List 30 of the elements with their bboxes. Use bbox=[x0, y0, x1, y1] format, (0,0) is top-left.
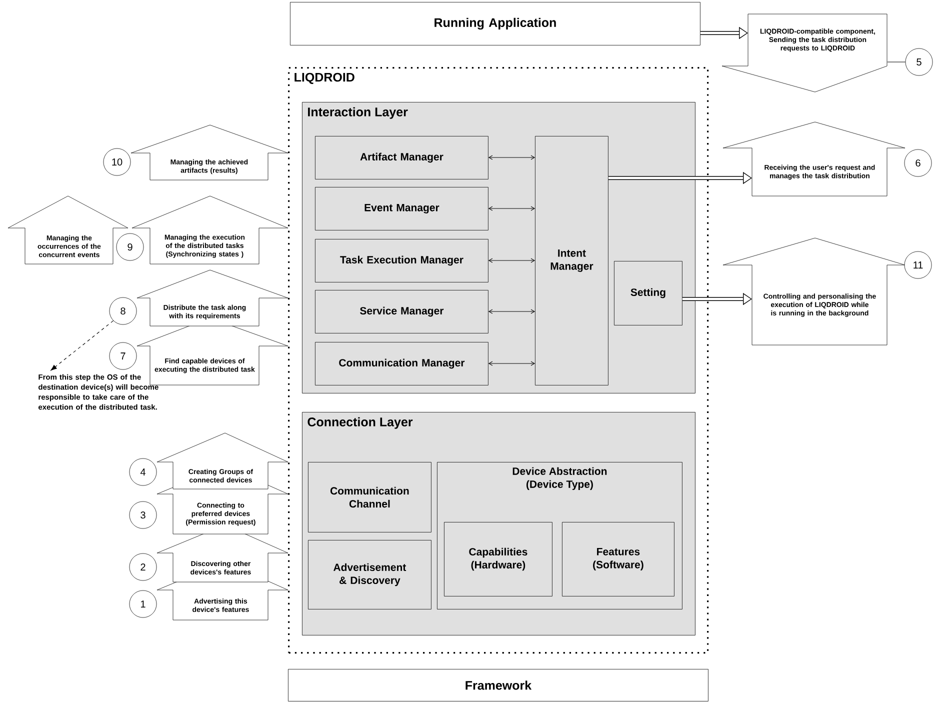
component-box: Framework bbox=[288, 669, 708, 702]
step-number: 2 bbox=[129, 553, 157, 581]
module-box: Artifact Manager bbox=[315, 136, 488, 180]
module-box: Features (Software) bbox=[562, 522, 674, 596]
component-box: Running Application bbox=[290, 2, 700, 46]
step-number: 11 bbox=[904, 251, 932, 279]
module-box: Service Manager bbox=[315, 290, 488, 334]
step-number: 6 bbox=[904, 149, 932, 177]
module-box: Intent Manager bbox=[535, 136, 608, 386]
arrow bbox=[488, 206, 535, 211]
module-box: Event Manager bbox=[315, 187, 488, 230]
step-number: 3 bbox=[129, 501, 157, 529]
step-number: 1 bbox=[129, 590, 157, 618]
module-box: Capabilities (Hardware) bbox=[444, 522, 552, 596]
arrow bbox=[488, 155, 535, 160]
step-number: 10 bbox=[103, 148, 131, 176]
module-box: Task Execution Manager bbox=[315, 239, 488, 282]
step-number: 9 bbox=[116, 233, 144, 261]
arrow bbox=[488, 309, 535, 314]
step-number: 8 bbox=[109, 297, 137, 325]
arrow bbox=[488, 361, 535, 366]
module-box: Communication Manager bbox=[315, 342, 488, 386]
module-box: Communication Channel bbox=[308, 462, 432, 532]
step-number: 4 bbox=[129, 458, 157, 486]
arrow bbox=[488, 258, 535, 263]
step-number: 5 bbox=[905, 48, 933, 76]
dashed-arrow bbox=[50, 320, 114, 370]
module-box: Setting bbox=[614, 261, 682, 326]
step-number: 7 bbox=[109, 342, 137, 370]
module-box: Advertisement & Discovery bbox=[308, 540, 432, 610]
